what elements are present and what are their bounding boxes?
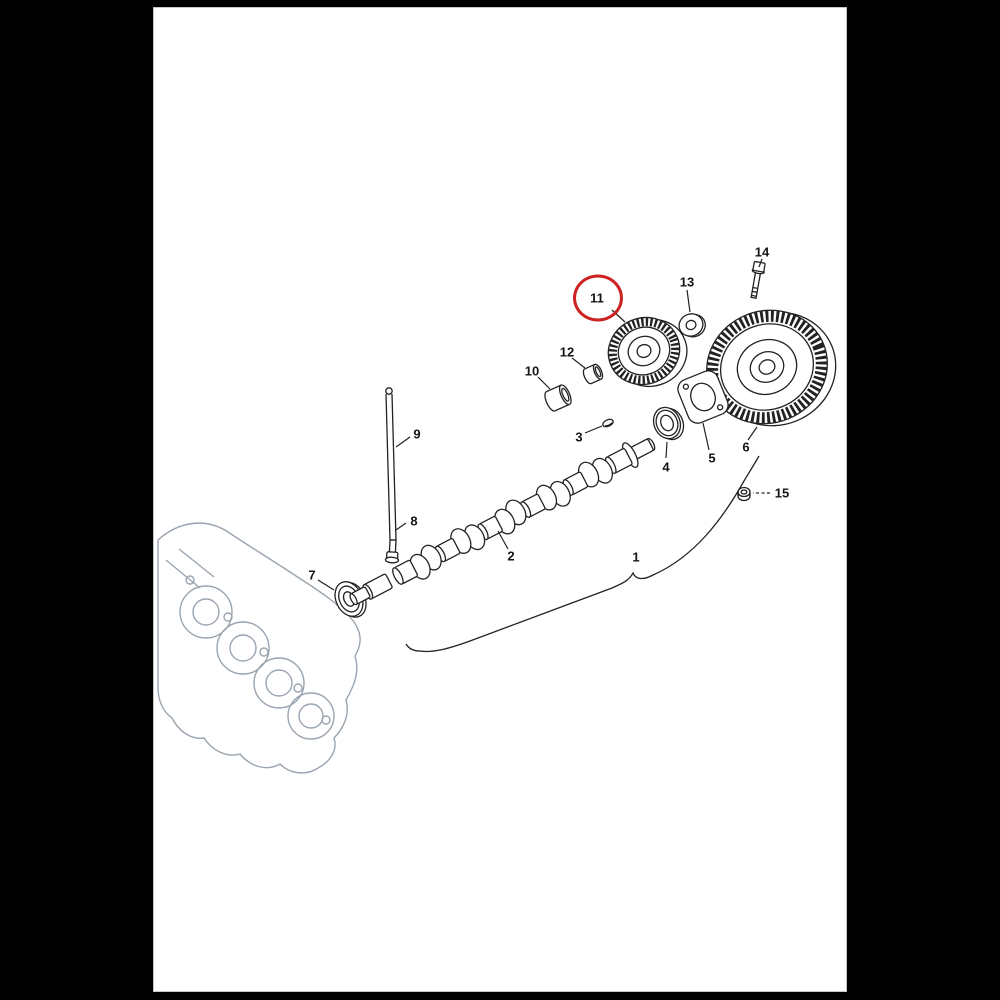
leader-lines [317, 258, 770, 591]
seal-ring [334, 581, 367, 618]
diagram-page [153, 7, 847, 992]
bearing-ring [652, 406, 685, 441]
part-label-8: 8 [410, 513, 418, 529]
part-label-15: 15 [774, 485, 790, 501]
part-label-3: 3 [575, 429, 583, 445]
part-label-14: 14 [754, 244, 770, 260]
highlight-circle [573, 274, 623, 322]
gear-bolt [750, 260, 766, 299]
part-label-12: 12 [559, 344, 575, 360]
spacer-ring [582, 363, 604, 385]
assembly-bracket [405, 455, 760, 653]
part-label-13: 13 [679, 274, 695, 290]
push-rod [385, 387, 397, 541]
part-label-7: 7 [308, 567, 316, 583]
part-label-6: 6 [742, 439, 750, 455]
key [602, 418, 614, 428]
engine-block-outline [157, 522, 361, 774]
bushing [544, 384, 572, 412]
camshaft-gear [607, 316, 688, 388]
part-label-10: 10 [524, 363, 540, 379]
part-label-2: 2 [507, 548, 515, 564]
camshaft [349, 437, 656, 606]
part-label-9: 9 [413, 426, 421, 442]
washer [678, 313, 706, 338]
thrust-plate [677, 370, 729, 424]
part-label-5: 5 [708, 450, 716, 466]
diagram-linework [317, 258, 837, 653]
stud-bolt [384, 539, 400, 564]
part-label-1: 1 [632, 549, 640, 565]
nut [737, 486, 751, 502]
timing-gear-large [706, 309, 837, 427]
part-label-4: 4 [662, 459, 670, 475]
